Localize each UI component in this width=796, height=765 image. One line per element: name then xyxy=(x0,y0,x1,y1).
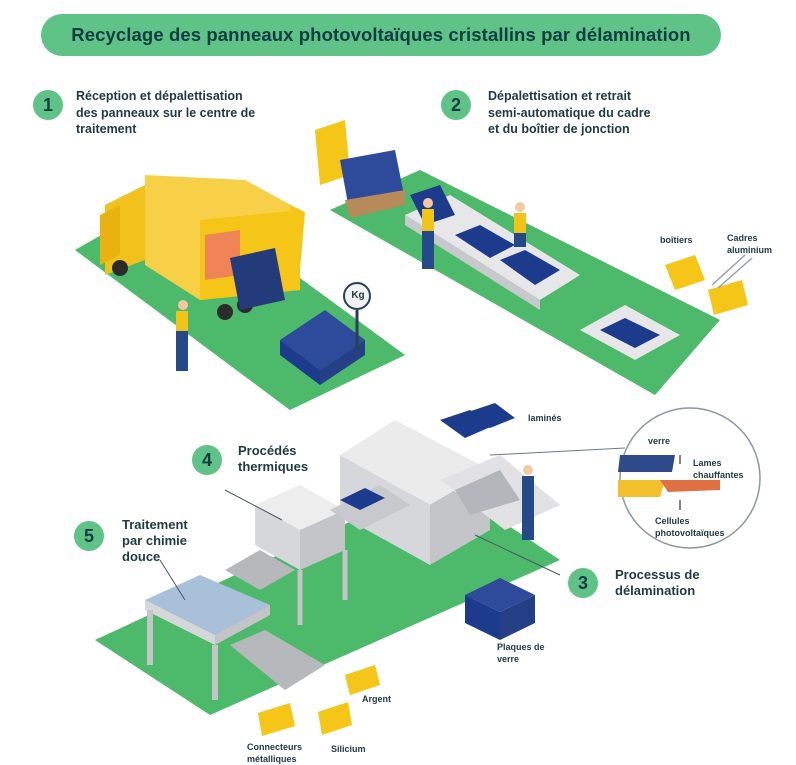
step-1-badge: 1 xyxy=(33,90,63,120)
label-verre: verre xyxy=(648,436,671,446)
step-3-label: Processus de délamination xyxy=(615,567,700,598)
label-silicium: Silicium xyxy=(331,744,366,754)
step-5-label: Traitement par chimie douce xyxy=(122,517,188,564)
scale-label: Kg xyxy=(351,290,365,301)
step-2-number: 2 xyxy=(450,94,461,115)
page-title: Recyclage des panneaux photovoltaïques c… xyxy=(71,24,691,45)
laminate-panel xyxy=(465,403,515,428)
step-2-label: Dépalettisation et retrait semi-automati… xyxy=(488,89,651,136)
step-3-number: 3 xyxy=(577,572,588,593)
label-cellules: Cellules photovoltaïques xyxy=(655,516,725,538)
step-1-label: Réception et dépalettisation des panneau… xyxy=(76,89,256,136)
truck-illustration xyxy=(100,175,305,320)
title-banner: Recyclage des panneaux photovoltaïques c… xyxy=(41,14,721,56)
bin-connecteurs xyxy=(258,703,295,736)
label-connecteurs: Connecteurs métalliques xyxy=(247,742,303,764)
step-2-badge: 2 xyxy=(441,90,471,120)
label-lames: Lames chauffantes xyxy=(693,458,744,480)
step-5-badge: 5 xyxy=(74,521,104,551)
label-lamines: laminés xyxy=(528,413,562,423)
thermal-machine xyxy=(225,485,410,625)
step-4-number: 4 xyxy=(201,449,212,470)
scale-icon xyxy=(343,282,371,350)
step-3-badge: 3 xyxy=(568,568,598,598)
panel-stack xyxy=(280,310,365,385)
delamination-detail-circle xyxy=(489,407,761,549)
frame-removal-table xyxy=(580,305,680,360)
worker-figure xyxy=(514,202,526,247)
glass-plates-pallet xyxy=(465,578,535,640)
worker-figure xyxy=(522,465,534,540)
chemical-bath xyxy=(145,575,325,700)
bin-argent xyxy=(345,665,380,695)
bin-cadres xyxy=(708,254,753,315)
step-1-number: 1 xyxy=(42,94,53,115)
step-4-label: Procédés thermiques xyxy=(238,443,309,474)
bin-silicium xyxy=(318,702,352,735)
forklift-illustration xyxy=(315,120,405,218)
label-cadres: Cadres aluminium xyxy=(727,233,773,255)
bin-boitiers xyxy=(665,255,705,290)
worker-figure xyxy=(176,300,188,371)
worker-figure xyxy=(422,198,434,269)
step-4-badge: 4 xyxy=(192,445,222,475)
step-5-number: 5 xyxy=(83,525,94,546)
label-argent: Argent xyxy=(362,694,391,704)
label-boitiers: boîtiers xyxy=(660,235,693,245)
label-plaques: Plaques de verre xyxy=(497,642,545,664)
